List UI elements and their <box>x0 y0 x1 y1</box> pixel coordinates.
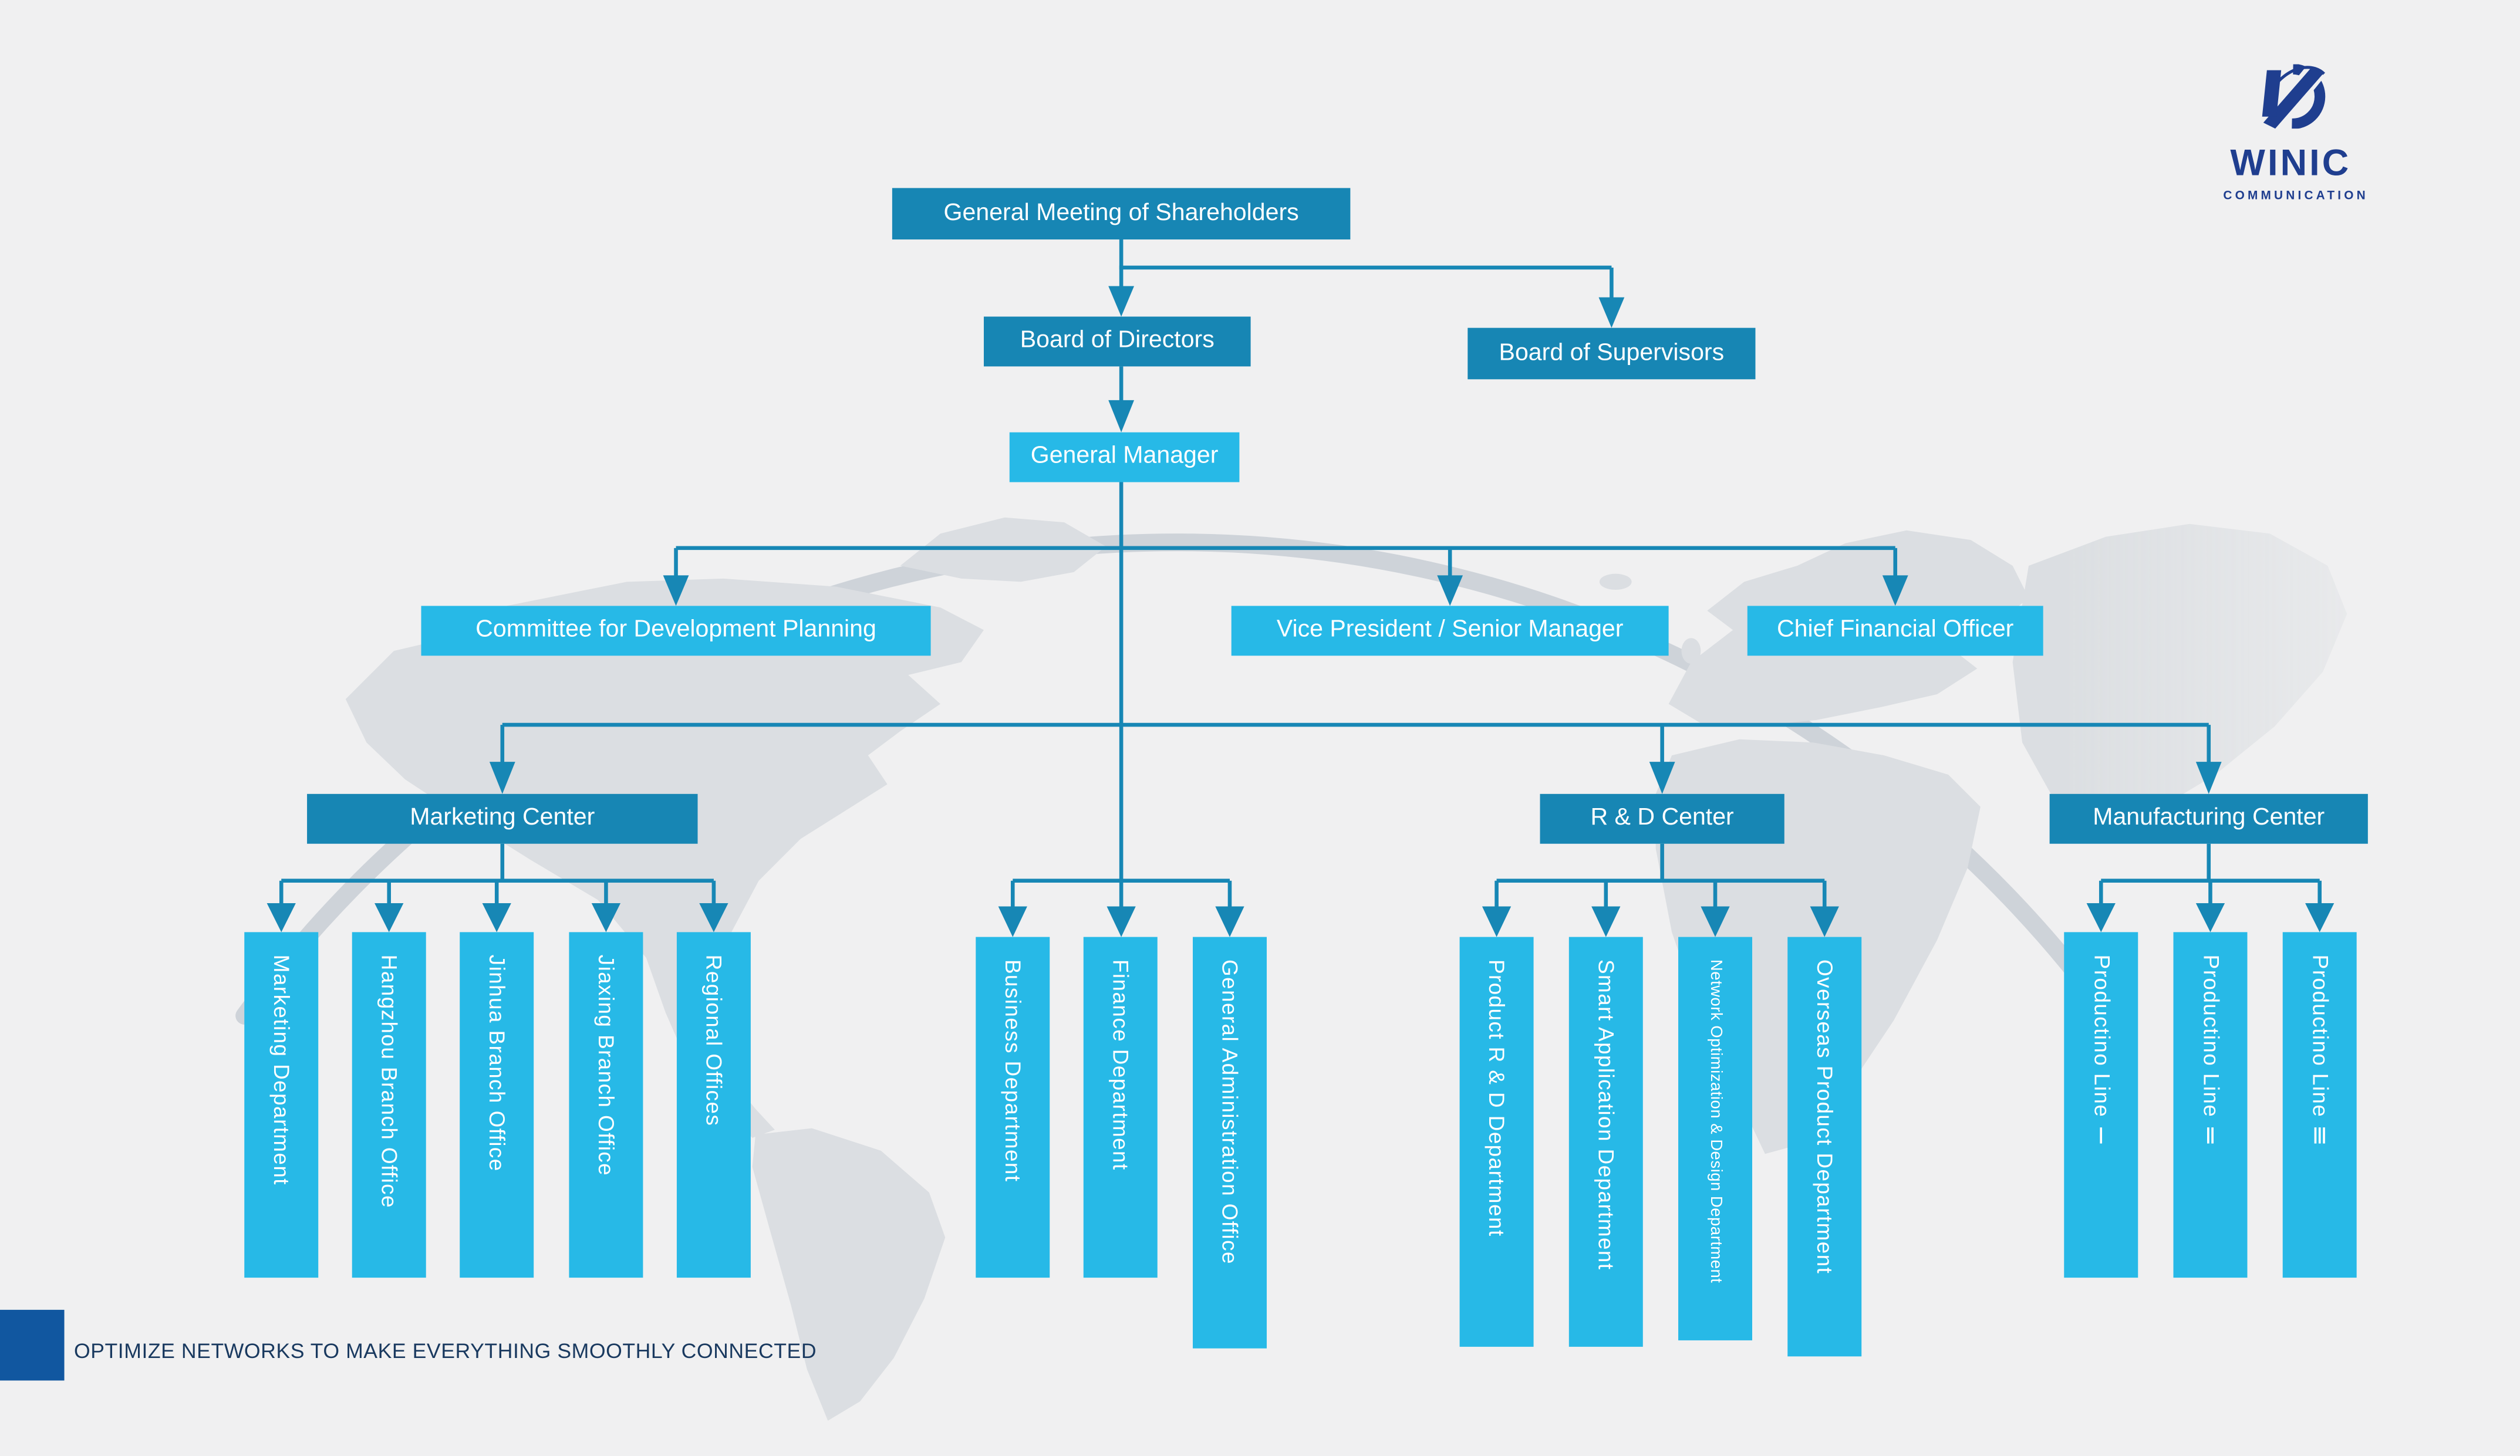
node-label: Business Department <box>1000 959 1025 1183</box>
footer-accent-square <box>0 1309 65 1381</box>
node-chief-financial-officer: Chief Financial Officer <box>1747 606 2043 656</box>
node-label: Network Optimization & Design Department <box>1706 959 1725 1283</box>
node-regional-offices: Regional Offices <box>676 932 751 1278</box>
node-general-meeting-of-shareholders: General Meeting of Shareholders <box>892 188 1351 240</box>
node-jiaxing-branch-office: Jiaxing Branch Office <box>569 932 643 1278</box>
node-label: General Administration Office <box>1217 959 1242 1265</box>
node-rnd-center: R & D Center <box>1540 793 1784 844</box>
node-smart-application-department: Smart Application Department <box>1568 937 1643 1347</box>
logo-brand-text: WINIC <box>2230 141 2352 184</box>
node-business-department: Business Department <box>976 937 1050 1278</box>
node-production-line-2: Productino Line Ⅱ <box>2173 932 2248 1278</box>
map-south-america <box>752 1128 946 1421</box>
winic-logo-icon <box>2259 62 2329 134</box>
node-label: Regional Offices <box>701 954 726 1127</box>
map-uk <box>1681 638 1701 664</box>
node-label: Jiaxing Branch Office <box>593 954 618 1177</box>
map-asia <box>2012 523 2347 833</box>
node-label: Productino Line Ⅰ <box>2090 954 2114 1151</box>
node-marketing-department: Marketing Department <box>244 932 319 1278</box>
node-label: Overseas Product Department <box>1812 959 1837 1275</box>
node-label: Jinhua Branch Office <box>484 954 509 1172</box>
node-label: Marketing Department <box>269 954 294 1185</box>
footer-tagline: OPTIMIZE NETWORKS TO MAKE EVERYTHING SMO… <box>73 1339 817 1363</box>
logo-subtitle-text: COMMUNICATION <box>2223 188 2369 203</box>
node-jinhua-branch-office: Jinhua Branch Office <box>460 932 534 1278</box>
node-marketing-center: Marketing Center <box>307 793 698 844</box>
node-label: Smart Application Department <box>1594 959 1618 1271</box>
node-label: Product R & D Department <box>1485 959 1509 1237</box>
node-production-line-1: Productino Line Ⅰ <box>2064 932 2138 1278</box>
node-hangzhou-branch-office: Hangzhou Branch Office <box>352 932 426 1278</box>
node-general-manager: General Manager <box>1009 432 1240 482</box>
node-general-administration-office: General Administration Office <box>1192 937 1267 1349</box>
node-label: Finance Department <box>1108 959 1133 1171</box>
node-finance-department: Finance Department <box>1083 937 1158 1278</box>
node-label: Productino Line Ⅲ <box>2308 954 2333 1151</box>
node-network-optimization-design-department: Network Optimization & Design Department <box>1678 937 1752 1340</box>
map-north-america <box>345 578 984 1138</box>
node-product-rnd-department: Product R & D Department <box>1459 937 1534 1347</box>
node-overseas-product-department: Overseas Product Department <box>1787 937 1862 1357</box>
company-logo: WINIC COMMUNICATION <box>2223 62 2369 203</box>
node-board-of-supervisors: Board of Supervisors <box>1468 327 1756 380</box>
node-vice-president-senior-manager: Vice President / Senior Manager <box>1231 606 1669 656</box>
map-iceland <box>1599 573 1632 590</box>
node-label: Hangzhou Branch Office <box>377 954 402 1208</box>
node-manufacturing-center: Manufacturing Center <box>2049 793 2368 844</box>
node-board-of-directors: Board of Directors <box>983 316 1251 367</box>
node-production-line-3: Productino Line Ⅲ <box>2282 932 2357 1278</box>
node-committee-for-development-planning: Committee for Development Planning <box>421 606 931 656</box>
node-label: Productino Line Ⅱ <box>2199 954 2224 1151</box>
